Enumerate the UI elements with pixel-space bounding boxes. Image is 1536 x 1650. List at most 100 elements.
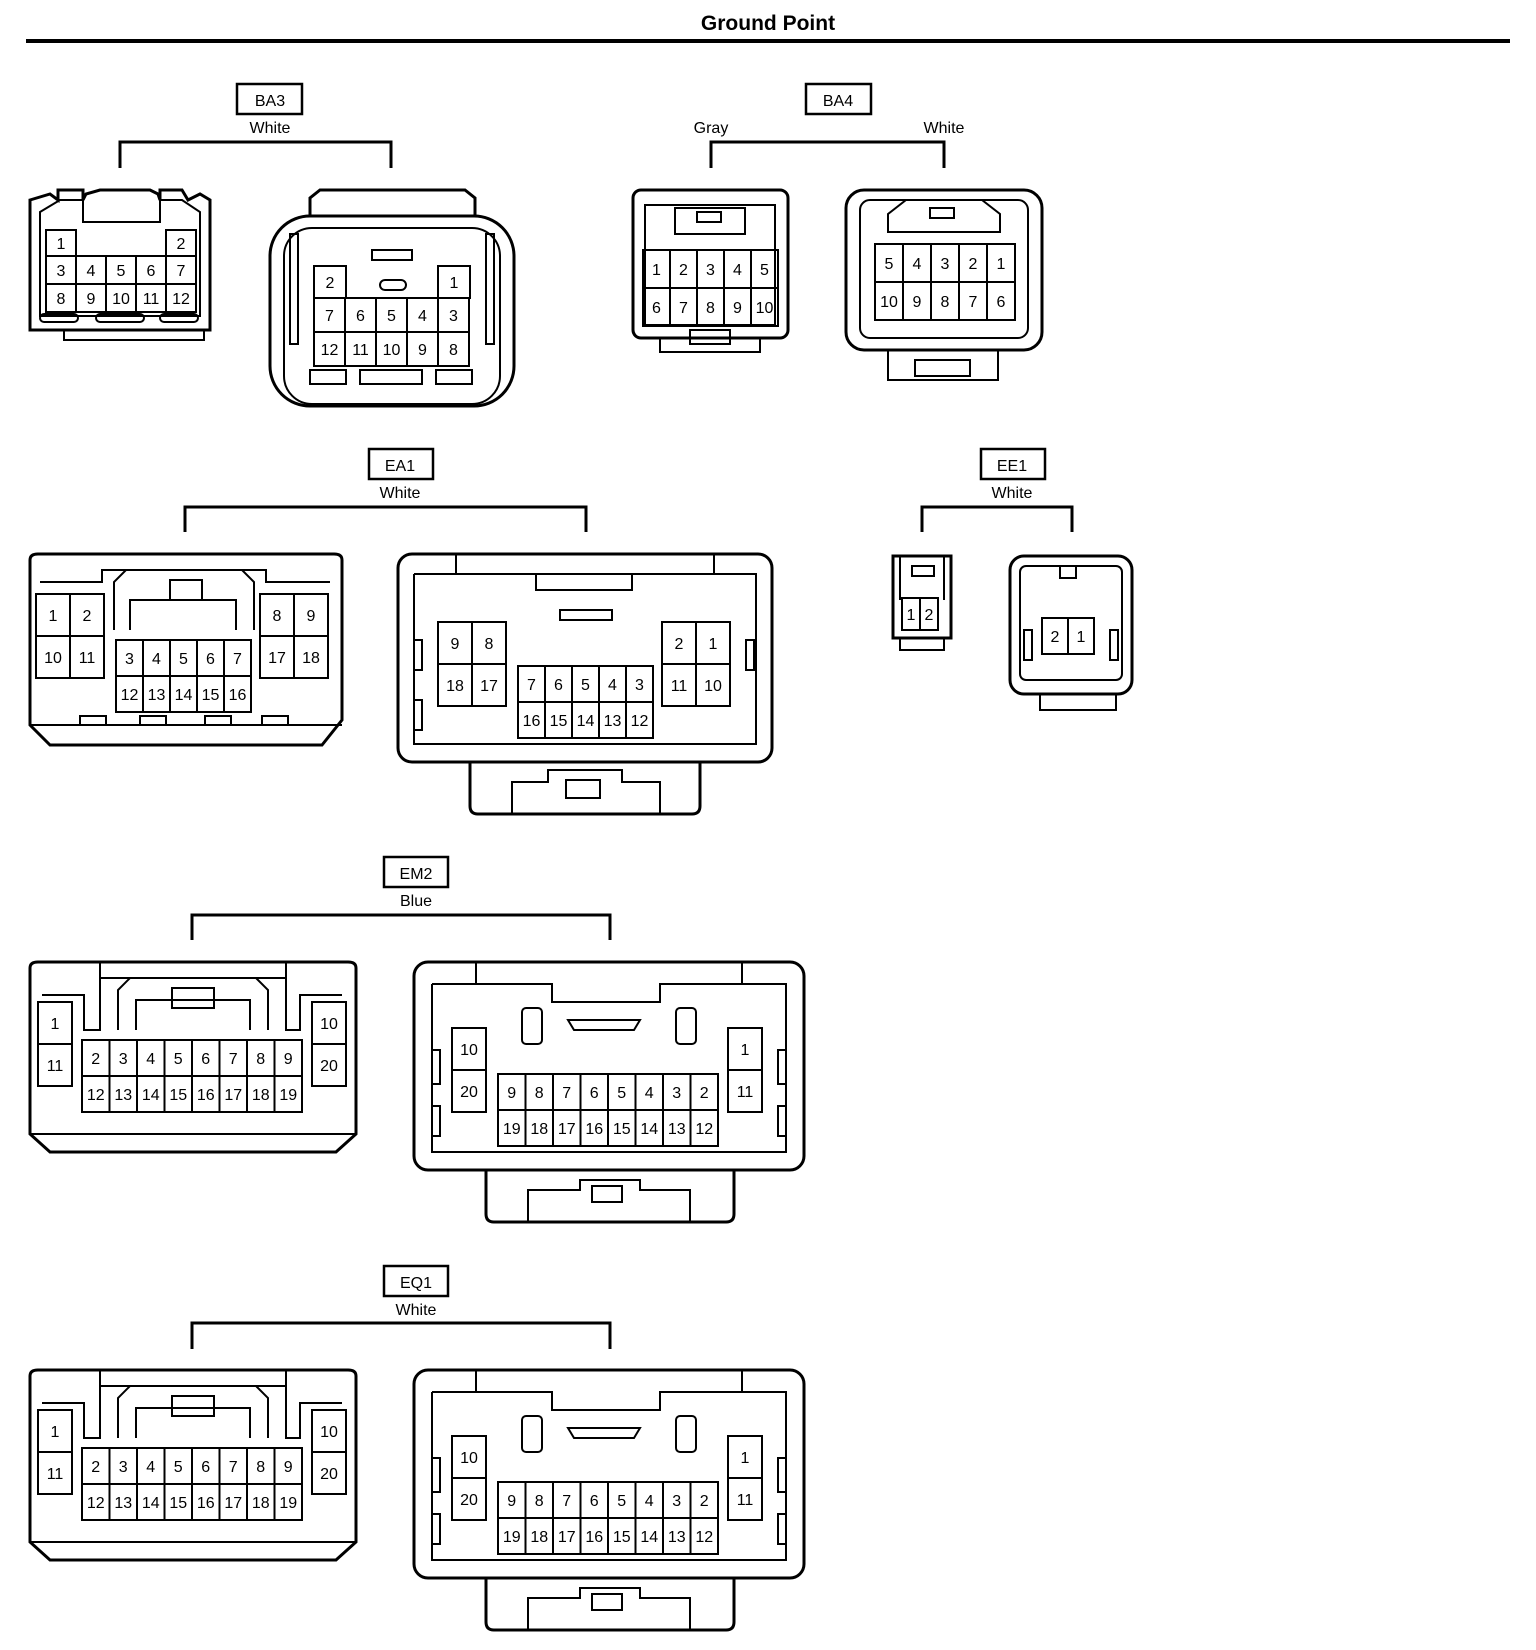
pin-cell: 16 [579,1517,609,1555]
pin-number: 16 [197,1087,215,1104]
pin-box [293,635,329,679]
pin-cell: 8 [524,1481,554,1519]
pin-number: 15 [550,713,568,730]
pin-number: 18 [302,650,320,667]
pin-number: 14 [175,687,193,704]
pin-number: 6 [554,677,563,694]
pin-number: 10 [460,1450,478,1467]
pin-number: 10 [704,678,722,695]
pin-cell: 6 [344,297,377,333]
pin-number: 15 [613,1529,631,1546]
pin-number: 3 [119,1459,128,1476]
pin-number: 8 [706,300,715,317]
pin-number: 9 [418,342,427,359]
pin-cell: 7 [218,1039,248,1077]
pin-number: 7 [562,1085,571,1102]
connector-ea1: EA1 White [28,447,774,816]
pin-number: 9 [733,300,742,317]
pin-number: 4 [418,308,427,325]
pin-number: 3 [125,651,134,668]
pin-number: 10 [320,1424,338,1441]
pin-cell: 4 [75,255,107,285]
connector-id-box [382,1264,450,1298]
pin-box [689,1517,719,1555]
pin-cell: 9 [902,281,932,321]
pin-number: 20 [320,1466,338,1483]
pin-cell: 10 [311,1409,347,1453]
pin-number: 13 [114,1087,132,1104]
pin-number: 7 [233,651,242,668]
pin-number: 20 [320,1058,338,1075]
pin-cell: 15 [163,1483,193,1521]
connector-bracket [920,505,1074,532]
pin-cell: 11 [727,1069,763,1113]
pin-cell: 9 [293,593,329,637]
pin-cell: 12 [81,1483,111,1521]
connector-bracket [183,505,588,532]
connector-view-right [396,552,774,816]
pin-number: 9 [307,608,316,625]
pin-number: 20 [460,1084,478,1101]
pin-cell: 6 [196,639,225,677]
pin-cell: 4 [142,639,171,677]
pin-number: 7 [969,294,978,311]
pin-cell: 10 [750,287,779,327]
pin-box [311,1451,347,1495]
connector-ba3: BA3 White [28,82,516,408]
pin-number: 9 [507,1085,516,1102]
pin-cell: 8 [246,1039,276,1077]
connector-view-right [268,188,516,408]
pin-cell: 12 [81,1075,111,1113]
pin-cell: 3 [45,255,77,285]
pin-cell: 1 [45,229,77,257]
pin-cell: 17 [552,1517,582,1555]
pin-number: 4 [152,651,161,668]
pin-number: 16 [585,1529,603,1546]
connector-view-right [844,188,1044,381]
pin-number: 15 [169,1495,187,1512]
pin-number: 12 [87,1087,105,1104]
pin-number: 3 [941,256,950,273]
pin-cell: 16 [223,675,252,713]
pin-number: 5 [760,262,769,279]
pin-number: 12 [121,687,139,704]
pin-cell: 14 [571,701,600,739]
pin-number: 4 [733,262,742,279]
pin-cell: 4 [136,1039,166,1077]
pin-number: 1 [1077,629,1086,646]
pin-number: 17 [224,1495,242,1512]
connector-id-box [235,82,304,116]
pin-cell: 20 [451,1477,487,1521]
pin-cell: 9 [273,1039,303,1077]
pin-cell: 18 [524,1109,554,1147]
pin-cell: 16 [517,701,546,739]
pin-cell: 4 [634,1481,664,1519]
pin-number: 4 [645,1493,654,1510]
pin-cell: 13 [108,1075,138,1113]
pin-number: 11 [143,291,160,308]
pin-number: 1 [51,1424,60,1441]
pin-box [689,1109,719,1147]
pin-number: 17 [558,1121,576,1138]
pin-cell: 10 [375,331,408,367]
pin-number: 18 [252,1087,270,1104]
pin-number: 4 [146,1459,155,1476]
pin-number: 5 [617,1085,626,1102]
pin-cell: 15 [544,701,573,739]
connector-id-label: EQ1 [400,1275,432,1292]
pin-number: 4 [645,1085,654,1102]
pin-number: 1 [997,256,1006,273]
pin-cell: 1 [727,1027,763,1071]
pin-cell: 7 [669,287,698,327]
pin-cell: 18 [293,635,329,679]
pin-cell: 5 [750,249,779,289]
pin-number: 8 [57,291,66,308]
pin-number: 3 [635,677,644,694]
pin-number: 9 [913,294,922,311]
pin-cell: 6 [986,281,1016,321]
pin-number: 8 [449,342,458,359]
pin-cell: 7 [313,297,346,333]
pin-cell: 8 [524,1073,554,1111]
pin-cell: 8 [246,1447,276,1485]
